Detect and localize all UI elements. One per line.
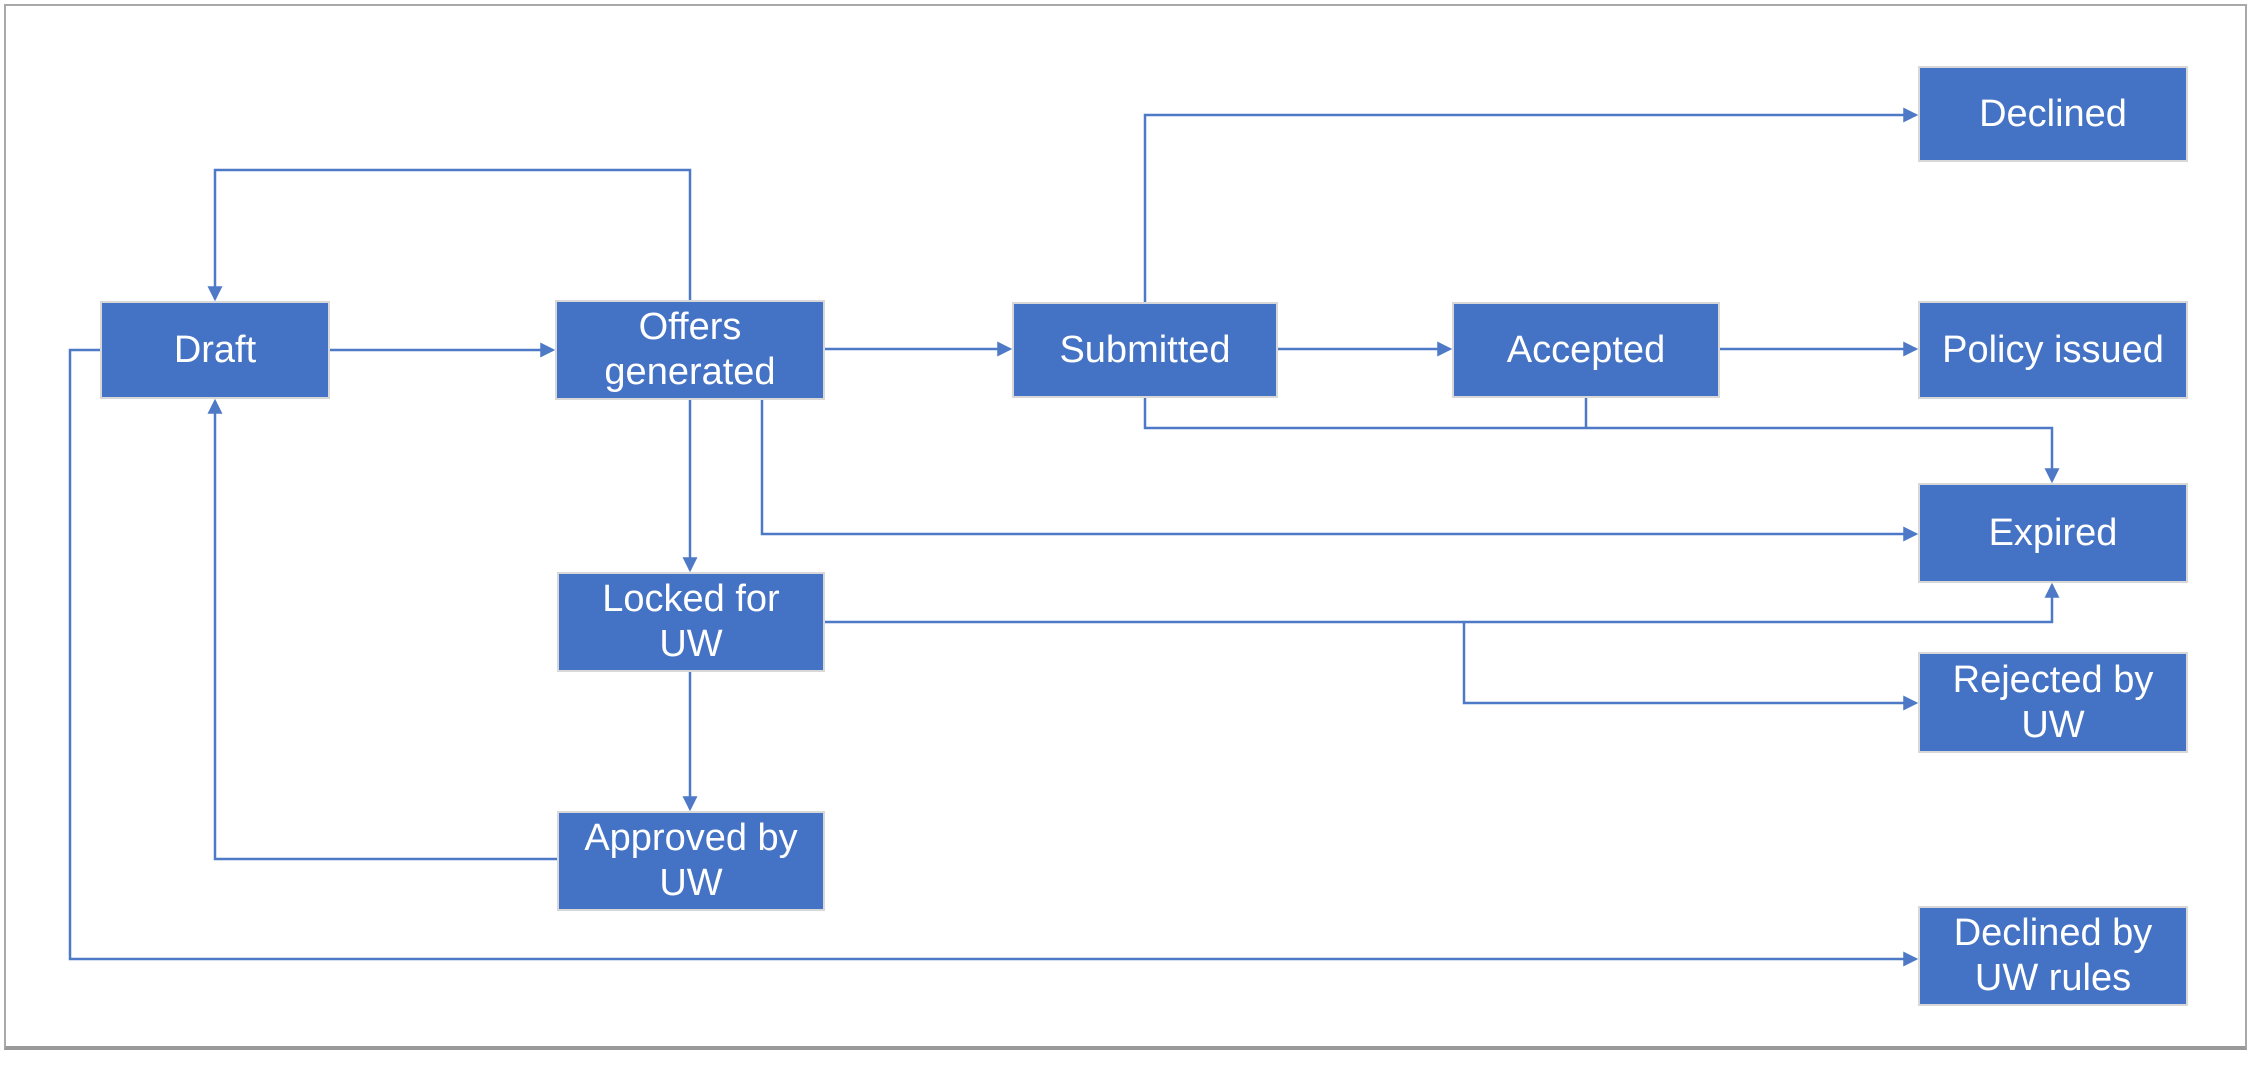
edge-approved_by_uw-to-draft	[207, 398, 557, 861]
node-rejected_by_uw: Rejected by UW	[1918, 652, 2188, 753]
node-label: Expired	[1988, 511, 2118, 554]
node-submitted: Submitted	[1012, 302, 1278, 398]
node-approved_by_uw: Approved by UW	[557, 811, 825, 911]
node-label: Rejected by UW	[1952, 658, 2154, 746]
node-label: Draft	[173, 328, 257, 371]
edge-draft-to-declined_by_uw_rules	[68, 348, 1919, 967]
node-label: Offers generated	[604, 306, 776, 393]
node-label: Declined	[1979, 92, 2127, 135]
node-label: Policy issued	[1942, 328, 2164, 371]
edge-offers_generated-to-expired	[760, 400, 1919, 542]
node-expired: Expired	[1918, 483, 2188, 583]
node-accepted: Accepted	[1452, 302, 1720, 398]
node-label: Accepted	[1506, 328, 1666, 371]
edge-offers_generated-to-draft	[207, 168, 692, 302]
edge-submitted-to-expired	[1143, 398, 2060, 484]
node-locked_for_uw: Locked for UW	[557, 572, 825, 672]
node-draft: Draft	[100, 301, 330, 399]
node-policy_issued: Policy issued	[1918, 301, 2188, 399]
edge-locked_for_uw-to-rejected_by_uw	[1462, 622, 1919, 711]
edge-locked_for_uw-to-expired	[825, 582, 2060, 624]
page-border-frame	[4, 4, 2247, 1050]
node-label: Locked for UW	[602, 578, 780, 665]
node-offers_generated: Offers generated	[555, 300, 825, 400]
node-declined_by_uw_rules: Declined by UW rules	[1918, 906, 2188, 1006]
edge-submitted-to-declined	[1143, 107, 1919, 302]
node-label: Submitted	[1059, 328, 1231, 371]
node-label: Approved by UW	[584, 817, 798, 904]
node-label: Declined by UW rules	[1953, 912, 2153, 999]
node-declined: Declined	[1918, 66, 2188, 162]
